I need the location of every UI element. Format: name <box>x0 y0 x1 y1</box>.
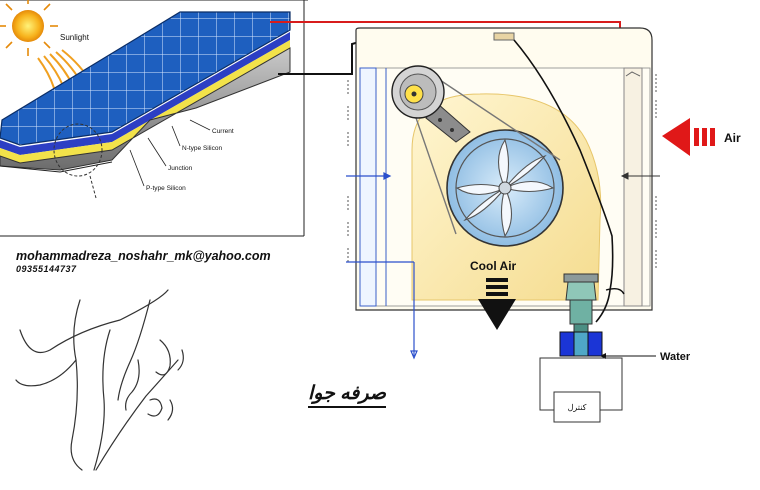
right-cooling-pad <box>623 67 643 307</box>
solar-panel-figure: Sunlight Current N-type Silicon Junction… <box>0 0 308 237</box>
left-cooling-pad <box>359 67 377 307</box>
caption-title: صرفه جوا <box>308 382 387 408</box>
author-phone: 09355144737 <box>16 264 77 274</box>
handwritten-signature <box>15 289 184 471</box>
water-pump <box>513 39 625 357</box>
control-box-label: کنترل <box>568 403 587 412</box>
fan-wheel <box>446 129 564 247</box>
cool-air-arrow <box>478 278 516 330</box>
motor <box>391 65 471 143</box>
cool-air-label: Cool Air <box>470 259 517 273</box>
water-label: Water <box>660 351 691 363</box>
air-label: Air <box>724 131 741 145</box>
junction-label: Junction <box>168 165 193 172</box>
drive-belt <box>413 75 561 235</box>
p-type-layer <box>0 47 291 171</box>
sun-icon <box>0 0 58 56</box>
electron-zoom-ring <box>53 123 103 177</box>
sunlight-label: Sunlight <box>60 33 90 42</box>
top-fitting <box>493 32 515 41</box>
current-label: Current <box>212 128 234 135</box>
p-type-label: P-type Silicon <box>146 185 186 192</box>
incoming-air-arrow <box>662 118 715 156</box>
airflow-lines-left <box>346 172 418 360</box>
n-type-label: N-type Silicon <box>182 145 222 152</box>
author-email[interactable]: mohammadreza_noshahr_mk@yahoo.com <box>16 249 271 263</box>
control-circuit <box>539 357 623 423</box>
panel-cell-grid <box>0 12 290 145</box>
evaporative-cooler <box>346 27 660 360</box>
